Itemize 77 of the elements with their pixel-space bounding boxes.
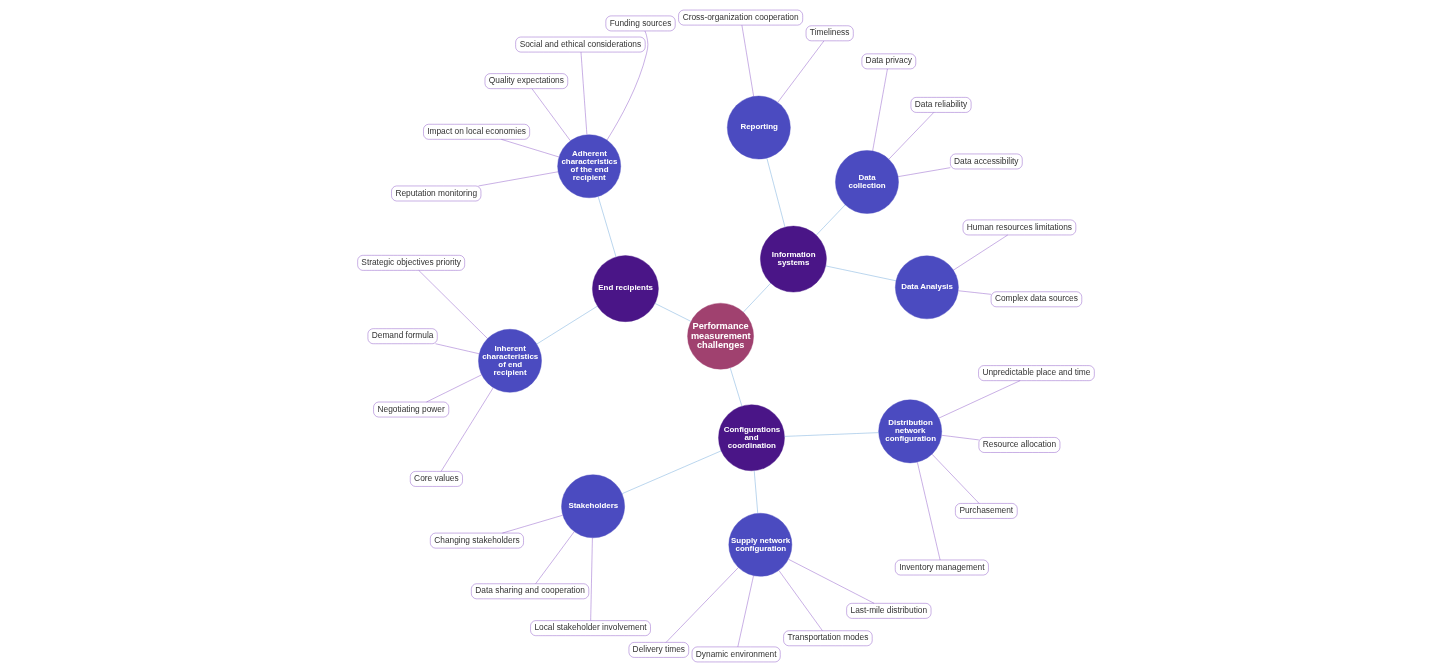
node-box: Resource allocation: [978, 437, 1061, 453]
connector: [654, 303, 692, 322]
connector: [784, 432, 879, 437]
node-box: Complex data sources: [990, 291, 1082, 307]
node-circle: Adherent characteristics of the end recipient: [557, 134, 621, 198]
node-circle: Reporting: [727, 95, 791, 160]
node-box: Local stakeholder involvement: [530, 620, 651, 636]
connector: [531, 88, 571, 141]
node-box: Social and ethical considerations: [515, 36, 646, 53]
node-circle: Information systems: [760, 225, 827, 293]
connector: [502, 515, 563, 534]
node-circle: Supply network configuration: [728, 513, 793, 577]
connector: [606, 30, 649, 141]
node-box: Changing stakeholders: [430, 532, 524, 549]
connector: [897, 167, 951, 177]
node-box: Data reliability: [910, 97, 972, 113]
connector: [953, 234, 1008, 271]
connector: [743, 282, 771, 313]
connector: [580, 51, 588, 135]
connector: [816, 204, 846, 236]
connector: [931, 453, 980, 504]
node-box: Delivery times: [628, 642, 689, 658]
connector: [737, 575, 754, 648]
node-box: Demand formula: [367, 328, 438, 344]
connector: [872, 68, 888, 152]
node-box: Cross-organization cooperation: [678, 9, 803, 26]
connector: [754, 470, 758, 514]
connector: [590, 537, 593, 621]
node-box: Data accessibility: [950, 153, 1023, 170]
node-box: Quality expectations: [484, 73, 568, 89]
connector: [825, 265, 897, 281]
connector: [440, 387, 494, 472]
connector: [938, 380, 1021, 419]
node-circle: Data collection: [835, 150, 899, 214]
connector: [741, 25, 754, 97]
connector: [788, 559, 875, 604]
connector: [917, 462, 941, 561]
connector: [536, 306, 598, 345]
node-box: Strategic objectives priority: [357, 255, 465, 271]
connector: [435, 343, 480, 354]
node-box: Unpredictable place and time: [978, 365, 1095, 381]
node-box: Data sharing and cooperation: [471, 583, 589, 599]
node-box: Transportation modes: [783, 630, 873, 646]
connector: [958, 290, 992, 295]
node-box: Core values: [410, 471, 463, 487]
node-box: Human resources limitations: [962, 219, 1077, 236]
connector: [730, 367, 743, 407]
connector: [621, 450, 722, 494]
connector: [597, 196, 617, 258]
node-circle: End recipients: [592, 255, 659, 322]
node-box: Reputation monitoring: [391, 185, 482, 202]
node-box: Dynamic environment: [691, 646, 781, 663]
node-box: Inventory management: [895, 559, 989, 576]
node-circle: Configurations and coordination: [718, 404, 785, 471]
connector: [478, 171, 559, 187]
node-box: Last-mile distribution: [846, 603, 932, 619]
node-circle: Performance measurement challenges: [687, 303, 754, 370]
node-box: Funding sources: [605, 15, 676, 32]
node-box: Data privacy: [861, 53, 916, 70]
node-box: Purchasement: [955, 503, 1018, 519]
node-box: Impact on local economies: [423, 124, 530, 140]
node-box: Negotiating power: [373, 401, 449, 418]
node-circle: Inherent characteristics of end recipient: [478, 329, 542, 393]
connector: [535, 531, 575, 584]
connector: [941, 435, 980, 441]
node-circle: Stakeholders: [561, 474, 625, 538]
connector: [777, 40, 825, 103]
connector: [766, 157, 786, 228]
connector: [501, 139, 560, 158]
node-circle: Distribution network configuration: [878, 399, 942, 464]
connector: [665, 567, 739, 643]
connector: [778, 570, 823, 631]
connector: [888, 112, 934, 160]
node-box: Timeliness: [805, 25, 854, 42]
node-circle: Data Analysis: [895, 255, 959, 320]
connector: [418, 270, 488, 339]
connector: [426, 374, 482, 403]
